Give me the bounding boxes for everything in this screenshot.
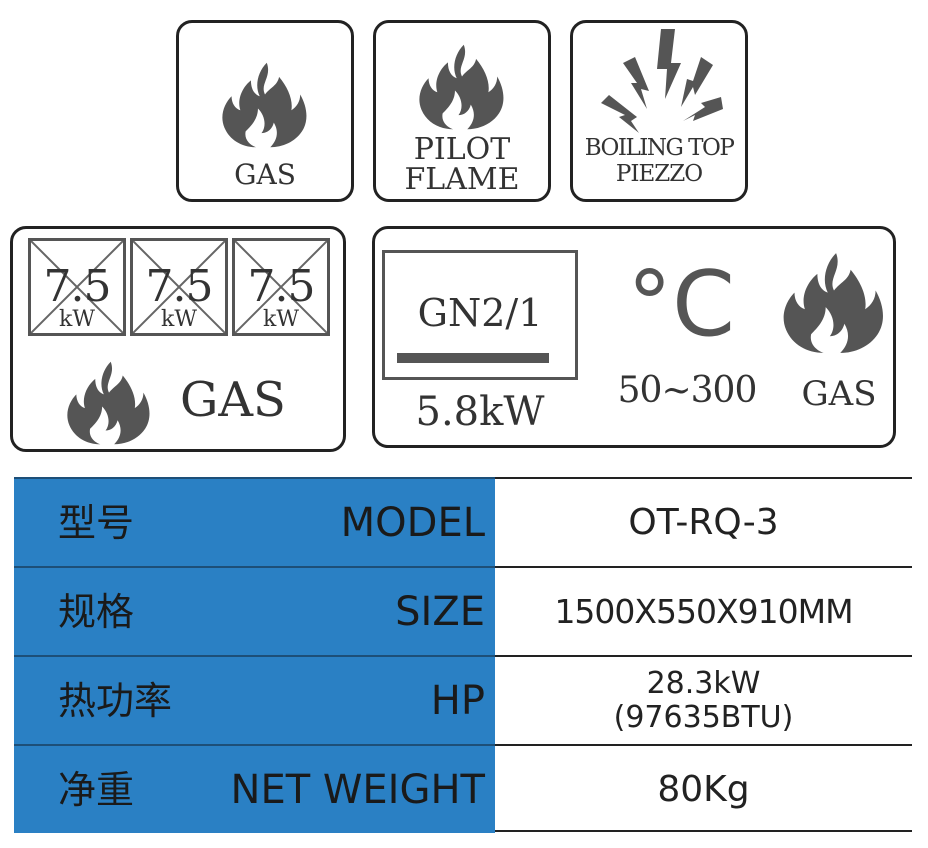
- spec-row-hp: 热功率 HP 28.3kW (97635BTU): [14, 655, 912, 744]
- gn-label: GN2/1: [417, 291, 543, 335]
- oven-gas-label: GAS: [801, 374, 877, 414]
- flame-icon: [66, 360, 152, 446]
- spec-value-secondary: (97635BTU): [613, 699, 794, 735]
- boiling-top-piezzo-icon-box: BOILING TOP PIEZZO: [570, 20, 748, 202]
- table-bottom-border: [495, 830, 912, 832]
- spec-label-cell: 热功率 HP: [14, 655, 495, 744]
- burner-power-unit: kW: [161, 307, 197, 332]
- pilot-label: PILOT: [413, 132, 511, 167]
- burner-power-unit: kW: [263, 307, 299, 332]
- celsius-icon: °C: [627, 252, 735, 357]
- spec-row-net-weight: 净重 NET WEIGHT 80Kg: [14, 744, 912, 833]
- spec-table: 型号 MODEL OT-RQ-3 规格 SIZE 1500X550X910MM …: [14, 477, 912, 833]
- burner-power-unit: kW: [59, 307, 95, 332]
- flame-icon: [782, 248, 886, 358]
- gas-label: GAS: [234, 158, 296, 191]
- spec-value: 80Kg: [657, 769, 750, 810]
- spec-value-cell: 80Kg: [495, 744, 912, 833]
- oven-power: 5.8kW: [415, 389, 545, 435]
- spec-label-cn: 规格: [58, 590, 135, 634]
- burners-gas-label: GAS: [180, 372, 286, 428]
- spec-label-cn: 热功率: [58, 679, 173, 723]
- flame-label: FLAME: [404, 162, 520, 197]
- burner-power-value: 7.5: [145, 261, 214, 312]
- boiling-top-label: BOILING TOP: [584, 135, 735, 161]
- burner-2: 7.5 kW: [130, 238, 228, 336]
- spec-label-cell: 规格 SIZE: [14, 566, 495, 655]
- spec-row-model: 型号 MODEL OT-RQ-3: [14, 477, 912, 566]
- temperature-range: 50~300: [617, 370, 758, 411]
- spec-value-cell: 1500X550X910MM: [495, 566, 912, 655]
- spec-value-cell: 28.3kW (97635BTU): [495, 655, 912, 744]
- spec-row-size: 规格 SIZE 1500X550X910MM: [14, 566, 912, 655]
- spec-label-cn: 净重: [58, 768, 135, 812]
- spark-icon: [601, 29, 723, 133]
- spec-value: 28.3kW: [646, 665, 761, 701]
- gn-tray-bar: [397, 353, 549, 363]
- gn-tray: GN2/1: [382, 250, 578, 380]
- burner-power-value: 7.5: [43, 261, 112, 312]
- spec-label-en: MODEL: [340, 500, 485, 546]
- spec-value-cell: OT-RQ-3: [495, 477, 912, 566]
- gas-icon-box: GAS: [176, 20, 354, 202]
- spec-label-en: SIZE: [395, 589, 485, 635]
- spec-label-cn: 型号: [58, 501, 135, 545]
- flame-icon: [418, 37, 506, 137]
- piezzo-label: PIEZZO: [615, 161, 703, 187]
- spec-label-cell: 型号 MODEL: [14, 477, 495, 566]
- burner-1: 7.5 kW: [28, 238, 126, 336]
- spec-value: 1500X550X910MM: [554, 592, 853, 631]
- pilot-flame-icon-box: PILOT FLAME: [373, 20, 551, 202]
- spec-label-cell: 净重 NET WEIGHT: [14, 744, 495, 833]
- spec-label-en: HP: [430, 678, 485, 724]
- burner-power-value: 7.5: [247, 261, 316, 312]
- spec-label-en: NET WEIGHT: [230, 767, 485, 813]
- flame-icon: [221, 55, 309, 155]
- spec-value: OT-RQ-3: [628, 502, 779, 543]
- burner-3: 7.5 kW: [232, 238, 330, 336]
